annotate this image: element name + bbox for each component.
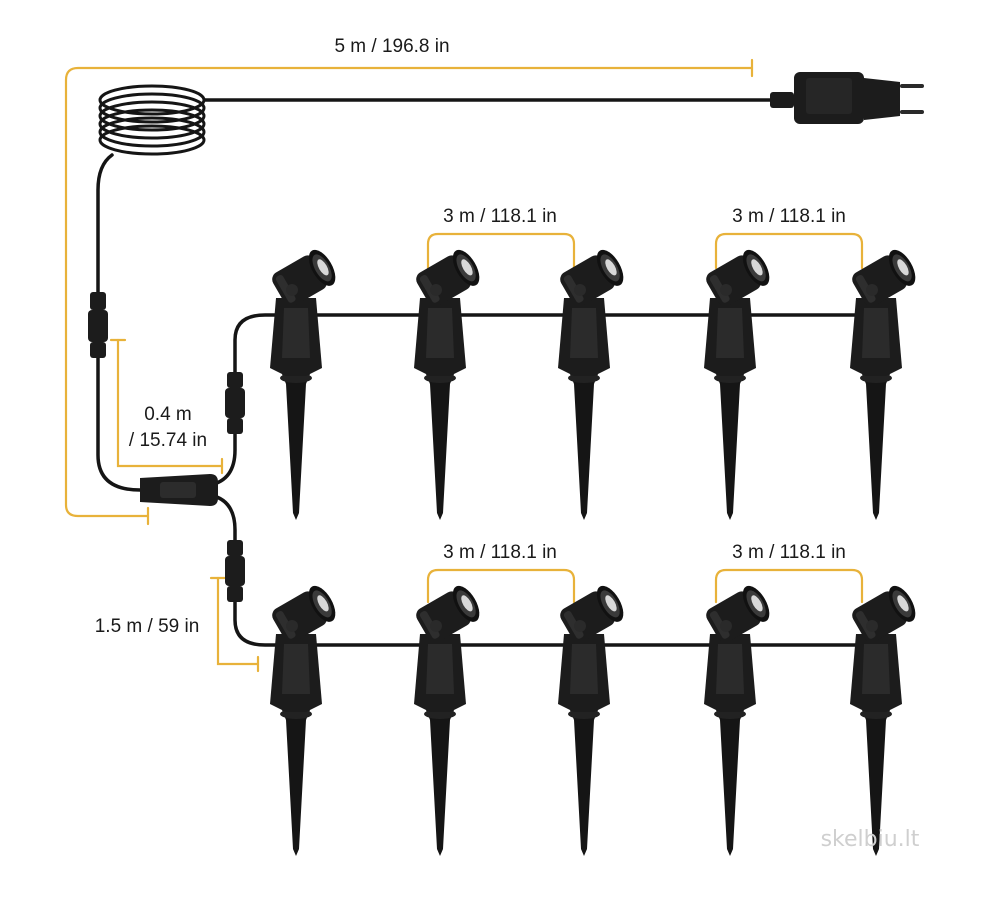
label-spacing-top-b: 3 m / 118.1 in [732, 206, 846, 227]
inline-connectors [88, 292, 245, 602]
power-adapter-plug-icon [770, 72, 924, 124]
dim-spacing-bottom-b [714, 568, 864, 604]
top-row-fixtures [268, 245, 921, 520]
garden-spotlight-icon [702, 581, 775, 856]
y-splitter-icon [140, 474, 218, 506]
dim-spacing-bottom-a [426, 568, 576, 604]
garden-spotlight-icon [556, 245, 629, 520]
label-main-cable: 5 m / 196.8 in [334, 36, 449, 57]
dim-main-cable [64, 66, 754, 518]
garden-spotlight-icon [412, 245, 485, 520]
cable-coil-to-splitter [96, 153, 152, 492]
inline-connector-icon [88, 292, 108, 358]
label-spacing-top-a: 3 m / 118.1 in [443, 206, 557, 227]
garden-spotlight-icon [412, 581, 485, 856]
garden-spotlight-icon [268, 245, 341, 520]
label-branch-top-line2: / 15.74 in [129, 430, 207, 451]
garden-spotlight-icon [556, 581, 629, 856]
dim-branch-top [116, 338, 224, 468]
label-branch-top-line1: 0.4 m [144, 404, 192, 425]
dim-spacing-top-b [714, 232, 864, 270]
bottom-row-fixtures [268, 581, 921, 856]
dim-spacing-top-a [426, 232, 576, 270]
garden-spotlight-icon [702, 245, 775, 520]
garden-spotlight-icon [848, 581, 921, 856]
coiled-cable-icon [98, 84, 206, 156]
dim-branch-bottom [216, 576, 260, 666]
inline-connector-icon [225, 372, 245, 434]
label-spacing-bottom-b: 3 m / 118.1 in [732, 542, 846, 563]
cable-splitter-to-bottom-row [208, 493, 872, 647]
inline-connector-icon [225, 540, 245, 602]
dimension-lines [64, 58, 864, 673]
garden-spotlight-icon [848, 245, 921, 520]
label-branch-bottom: 1.5 m / 59 in [95, 616, 200, 637]
garden-spotlight-icon [268, 581, 341, 856]
cable-splitter-to-top-row [208, 313, 872, 487]
watermark: skelbiu.lt [821, 827, 920, 852]
cables [96, 98, 872, 647]
label-spacing-bottom-a: 3 m / 118.1 in [443, 542, 557, 563]
